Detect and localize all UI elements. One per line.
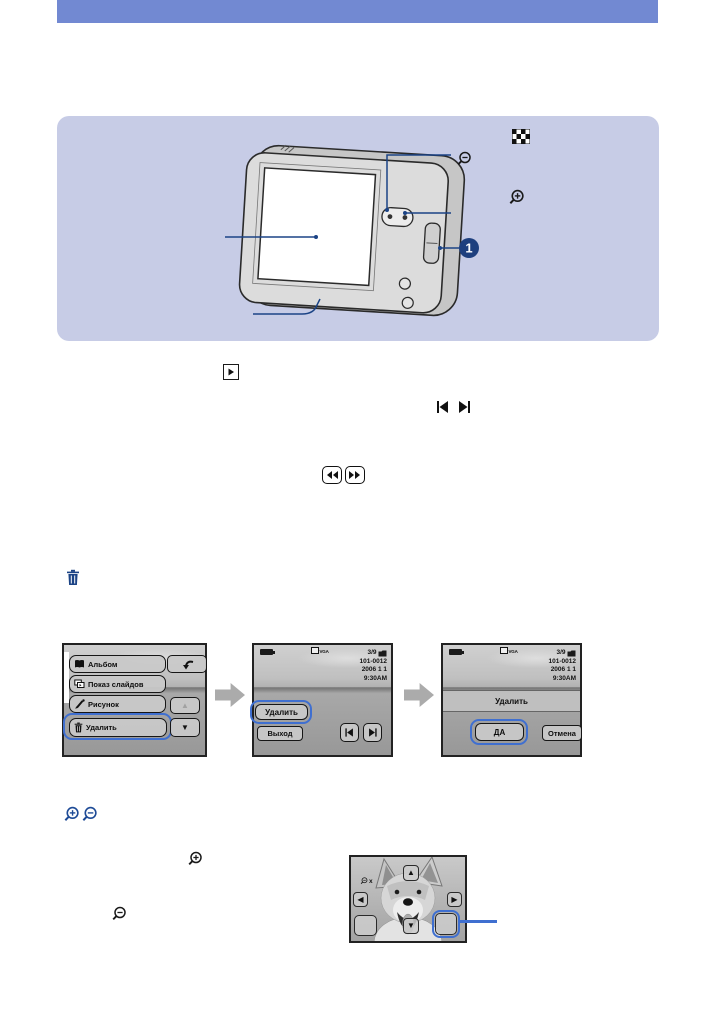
menu-item-label: Показ слайдов	[88, 679, 144, 689]
menu-item-delete: Удалить	[69, 718, 167, 737]
cancel-button: Отмена	[542, 725, 582, 741]
step-1-badge: 1	[459, 238, 479, 258]
menu-item-album: Альбом	[69, 655, 166, 673]
delete-button: Удалить	[255, 704, 308, 720]
delete-button-highlight	[250, 700, 312, 724]
step-arrow-icon	[215, 683, 245, 707]
delete-trash-icon	[66, 569, 80, 586]
confirm-message: Удалить	[443, 690, 580, 712]
album-icon	[75, 660, 84, 668]
file-number: 101-0012	[548, 657, 576, 665]
blank-button-right	[435, 913, 457, 935]
menu-scroll-up-button: ▲	[170, 697, 200, 714]
playback-screen-illustration: VGA 3/9 101-0012 2006 1 1 9:30AM Удалить…	[250, 643, 393, 757]
yes-button: ДА	[475, 723, 524, 741]
zoom-scale-label: x	[369, 877, 373, 885]
zoom-screen-illustration: x ▲ ◀ ▶ ▼	[349, 855, 467, 943]
confirm-screen-illustration: VGA 3/9 101-0012 2006 1 1 9:30AM Удалить…	[441, 643, 582, 757]
battery-icon	[260, 649, 275, 655]
menu-screen-illustration: Альбом Показ слайдов Рисунок	[62, 643, 207, 757]
frame-counter: 3/9	[556, 649, 566, 656]
exit-button: Выход	[257, 726, 303, 741]
page-header-bar	[57, 0, 658, 23]
menu-item-label: Рисунок	[88, 699, 119, 709]
image-size-frame-icon	[500, 647, 508, 654]
previous-image-button	[340, 723, 359, 742]
pan-right-button: ▶	[447, 892, 462, 907]
return-icon	[182, 660, 193, 669]
menu-scrollbar	[64, 652, 69, 703]
date-stamp: 2006 1 1	[550, 666, 576, 674]
zoom-section-heading-icons	[63, 806, 98, 823]
image-size-icon: VGA	[311, 647, 329, 654]
folder-icon	[378, 650, 387, 657]
previous-image-icon	[437, 401, 448, 413]
next-image-icon	[459, 401, 470, 413]
menu-return-button	[167, 655, 207, 673]
camera-illustration-panel: 1	[57, 116, 659, 341]
image-size-frame-icon	[311, 647, 319, 654]
battery-icon	[449, 649, 464, 655]
menu-item-label: Альбом	[88, 659, 118, 669]
step-arrow-icon	[404, 683, 434, 707]
status-overlay: 3/9 101-0012 2006 1 1 9:30AM	[360, 649, 387, 683]
image-size-icon: VGA	[500, 647, 518, 654]
camera-back-illustration: 1	[225, 144, 479, 317]
zoom-scale-indicator: x	[360, 877, 373, 885]
image-size-label: VGA	[508, 649, 518, 654]
right-icon: ▶	[451, 894, 458, 904]
zoom-out-magnifier-icon	[457, 151, 471, 166]
zoom-out-magnifier-icon	[112, 906, 126, 921]
drawing-icon	[75, 699, 85, 709]
scroll-up-icon: ▲	[181, 701, 189, 710]
callout-line	[459, 920, 497, 923]
file-number: 101-0012	[359, 657, 387, 665]
playback-mode-icon	[223, 364, 239, 380]
date-stamp: 2006 1 1	[361, 666, 387, 674]
fast-forward-icon	[345, 466, 365, 484]
pan-left-button: ◀	[353, 892, 368, 907]
blank-button-left	[354, 915, 377, 936]
pan-down-button: ▼	[403, 918, 419, 934]
zoom-in-magnifier-icon	[188, 851, 202, 866]
frame-counter: 3/9	[367, 649, 377, 656]
trash-icon	[74, 722, 83, 733]
next-image-icon	[369, 728, 377, 737]
camera-side-rocker	[422, 222, 441, 264]
menu-item-drawing: Рисунок	[69, 695, 166, 713]
step-number: 1	[465, 241, 472, 256]
menu-item-label: Удалить	[86, 723, 117, 732]
slideshow-icon	[74, 679, 85, 688]
zoom-in-magnifier-icon	[64, 806, 79, 822]
callout-lines	[225, 154, 459, 315]
zoom-out-magnifier-icon	[82, 806, 97, 822]
up-icon: ▲	[407, 868, 415, 877]
zoom-in-magnifier-icon	[509, 189, 524, 205]
yes-button-highlight	[470, 719, 528, 745]
status-overlay: 3/9 101-0012 2006 1 1 9:30AM	[549, 649, 576, 683]
scroll-down-icon: ▼	[181, 723, 189, 732]
magnifier-icon	[360, 877, 368, 885]
camera-round-button	[401, 296, 414, 309]
left-icon: ◀	[357, 894, 364, 904]
camera-lcd-screen	[257, 167, 377, 287]
pan-up-button: ▲	[403, 865, 419, 881]
image-size-label: VGA	[319, 649, 329, 654]
index-thumbnails-icon	[512, 129, 530, 144]
camera-body	[238, 144, 466, 317]
previous-image-icon	[345, 728, 353, 737]
down-icon: ▼	[407, 921, 415, 930]
next-image-button	[363, 723, 382, 742]
camera-round-button	[398, 277, 411, 290]
time-stamp: 9:30AM	[363, 674, 387, 682]
rewind-ff-icons	[322, 466, 365, 484]
rewind-icon	[322, 466, 342, 484]
prev-next-icons	[435, 399, 472, 415]
blank-button-highlight	[432, 910, 460, 938]
folder-icon	[567, 650, 576, 657]
menu-scroll-down-button: ▼	[170, 718, 200, 737]
menu-item-slideshow: Показ слайдов	[69, 675, 166, 693]
time-stamp: 9:30AM	[552, 674, 576, 682]
